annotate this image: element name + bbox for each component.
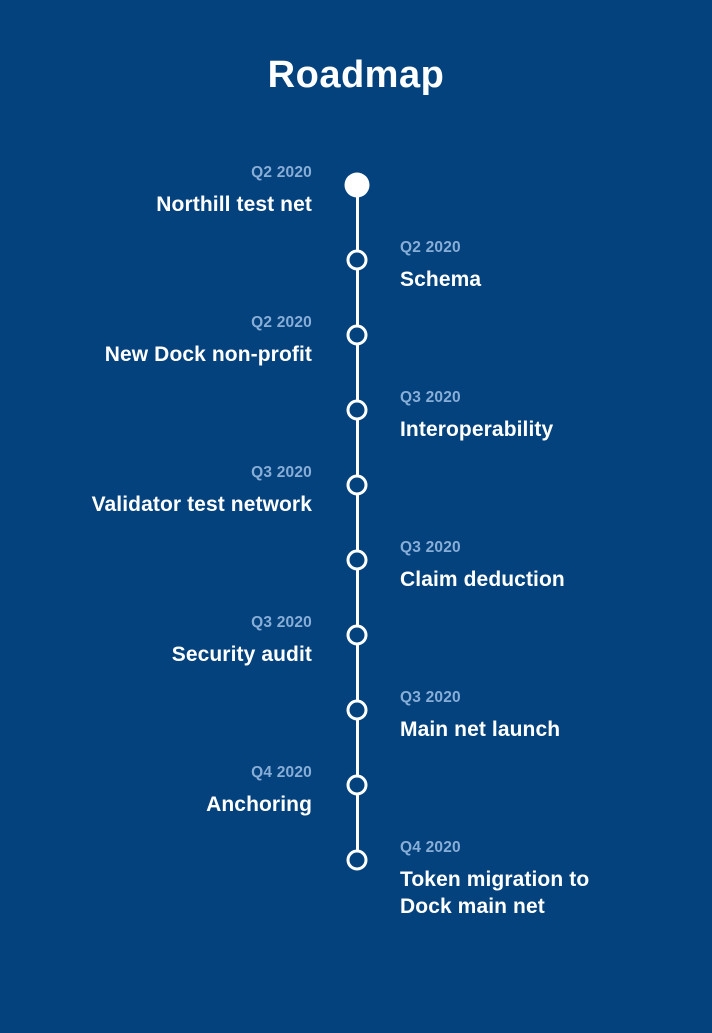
timeline-marker-ring-icon xyxy=(346,849,368,871)
timeline-entry-title: Claim deduction xyxy=(400,568,565,591)
timeline-entry-title: Security audit xyxy=(171,643,312,666)
timeline-entry-date: Q4 2020 xyxy=(400,839,461,856)
timeline-marker-ring-icon xyxy=(346,624,368,646)
timeline-entry-date: Q2 2020 xyxy=(400,239,461,256)
timeline-entry-title: Schema xyxy=(400,268,482,291)
timeline-entry-date: Q3 2020 xyxy=(400,539,461,556)
timeline-axis-line xyxy=(356,185,359,860)
timeline-marker-ring-icon xyxy=(346,774,368,796)
timeline-marker-ring-icon xyxy=(346,399,368,421)
timeline-entry-title: New Dock non-profit xyxy=(104,343,312,366)
timeline-entry-date: Q2 2020 xyxy=(251,314,312,331)
timeline-entry-date: Q3 2020 xyxy=(400,389,461,406)
timeline-entry-date: Q2 2020 xyxy=(251,164,312,181)
timeline-entry-title: Northill test net xyxy=(156,193,312,216)
timeline-marker-ring-icon xyxy=(346,549,368,571)
page-title: Roadmap xyxy=(267,54,445,96)
timeline-marker-ring-icon xyxy=(346,249,368,271)
timeline-entry-title: Main net launch xyxy=(400,718,561,741)
timeline-marker-ring-icon xyxy=(346,324,368,346)
timeline-entry-title: Token migration to Dock main net xyxy=(400,868,590,918)
timeline-entry-title: Validator test network xyxy=(91,493,312,516)
timeline-entry-title: Anchoring xyxy=(206,793,312,816)
timeline-entry-title: Interoperability xyxy=(400,418,554,441)
timeline-entry-date: Q3 2020 xyxy=(251,614,312,631)
timeline-marker-ring-icon xyxy=(346,474,368,496)
timeline-marker-ring-icon xyxy=(346,699,368,721)
timeline-marker-filled-icon xyxy=(344,172,370,198)
timeline-entry-date: Q4 2020 xyxy=(251,764,312,781)
timeline-entry-date: Q3 2020 xyxy=(400,689,461,706)
timeline-entry-date: Q3 2020 xyxy=(251,464,312,481)
